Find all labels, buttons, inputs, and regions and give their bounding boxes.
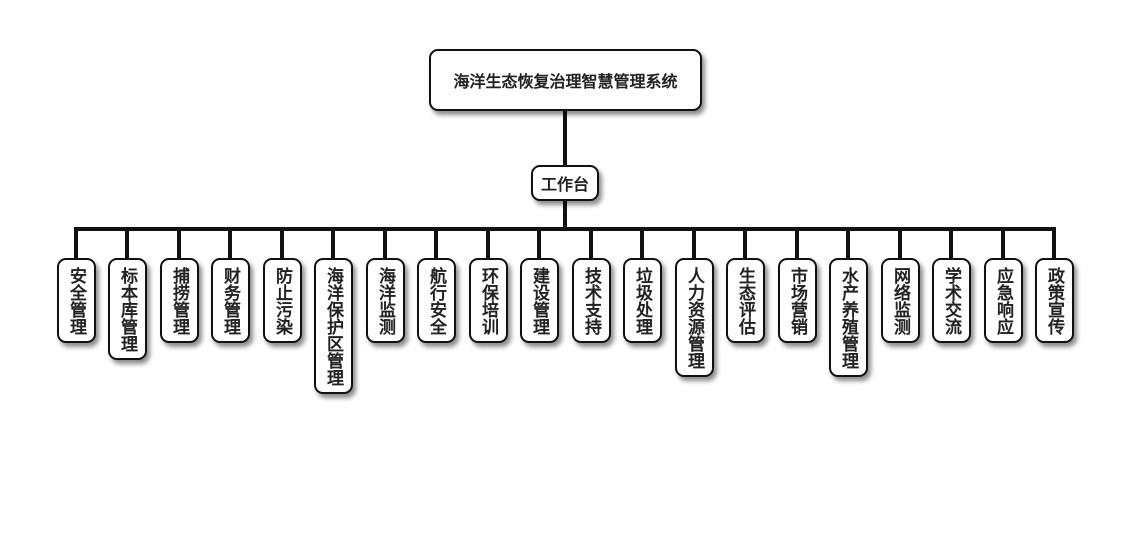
- module-node[interactable]: 学术交流: [932, 258, 971, 343]
- module-node-label: 政策宣传: [1044, 267, 1064, 335]
- module-node-label: 标本库管理: [117, 267, 137, 352]
- module-node-label: 捕捞管理: [169, 267, 189, 335]
- hub-node[interactable]: 工作台: [531, 165, 599, 201]
- module-node-label: 网络监测: [890, 267, 910, 335]
- connector-stub: [74, 229, 78, 258]
- module-node[interactable]: 标本库管理: [108, 258, 147, 360]
- module-node[interactable]: 市场营销: [778, 258, 817, 343]
- module-node[interactable]: 海洋保护区管理: [314, 258, 353, 394]
- root-node-label: 海洋生态恢复治理智慧管理系统: [453, 72, 678, 91]
- connector-stub: [1052, 229, 1056, 258]
- root-node[interactable]: 海洋生态恢复治理智慧管理系统: [429, 49, 702, 111]
- connector-stub: [743, 229, 747, 258]
- module-node-label: 建设管理: [529, 267, 549, 335]
- module-node-label: 应急响应: [993, 267, 1013, 335]
- module-node[interactable]: 安全管理: [57, 258, 96, 343]
- connector-stub: [1001, 229, 1005, 258]
- module-node[interactable]: 海洋监测: [366, 258, 405, 343]
- module-node-label: 海洋保护区管理: [323, 267, 343, 386]
- connector-stub: [898, 229, 902, 258]
- module-node-label: 人力资源管理: [684, 267, 704, 369]
- module-node[interactable]: 防止污染: [263, 258, 302, 343]
- connector-bus: [74, 227, 1056, 231]
- connector-stub: [228, 229, 232, 258]
- module-node-label: 垃圾处理: [632, 267, 652, 335]
- connector-stub: [486, 229, 490, 258]
- module-node[interactable]: 环保培训: [469, 258, 508, 343]
- connector-hub-bus: [563, 201, 567, 229]
- connector-stub: [125, 229, 129, 258]
- module-node-label: 技术支持: [581, 267, 601, 335]
- connector-root-hub: [563, 111, 567, 165]
- module-node[interactable]: 人力资源管理: [675, 258, 714, 377]
- module-node-label: 学术交流: [941, 267, 961, 335]
- module-node-label: 财务管理: [220, 267, 240, 335]
- module-node[interactable]: 财务管理: [211, 258, 250, 343]
- module-node-label: 环保培训: [478, 267, 498, 335]
- hub-node-label: 工作台: [540, 175, 589, 194]
- module-node[interactable]: 生态评估: [726, 258, 765, 343]
- module-node[interactable]: 网络监测: [881, 258, 920, 343]
- connector-stub: [692, 229, 696, 258]
- module-node-label: 生态评估: [735, 267, 755, 335]
- connector-stub: [846, 229, 850, 258]
- module-node-label: 安全管理: [66, 267, 86, 335]
- module-node[interactable]: 建设管理: [520, 258, 559, 343]
- connector-stub: [434, 229, 438, 258]
- connector-stub: [280, 229, 284, 258]
- connector-stub: [949, 229, 953, 258]
- connector-stub: [177, 229, 181, 258]
- module-node[interactable]: 航行安全: [417, 258, 456, 343]
- module-node-label: 航行安全: [426, 267, 446, 335]
- module-node[interactable]: 垃圾处理: [623, 258, 662, 343]
- module-node[interactable]: 政策宣传: [1035, 258, 1074, 343]
- connector-stub: [537, 229, 541, 258]
- connector-stub: [640, 229, 644, 258]
- module-node[interactable]: 捕捞管理: [160, 258, 199, 343]
- module-node-label: 水产养殖管理: [838, 267, 858, 369]
- connector-stub: [795, 229, 799, 258]
- module-node-label: 市场营销: [787, 267, 807, 335]
- module-node-label: 海洋监测: [375, 267, 395, 335]
- module-node[interactable]: 水产养殖管理: [829, 258, 868, 377]
- module-node-label: 防止污染: [272, 267, 292, 335]
- module-node[interactable]: 应急响应: [984, 258, 1023, 343]
- connector-stub: [331, 229, 335, 258]
- connector-stub: [589, 229, 593, 258]
- connector-stub: [383, 229, 387, 258]
- module-node[interactable]: 技术支持: [572, 258, 611, 343]
